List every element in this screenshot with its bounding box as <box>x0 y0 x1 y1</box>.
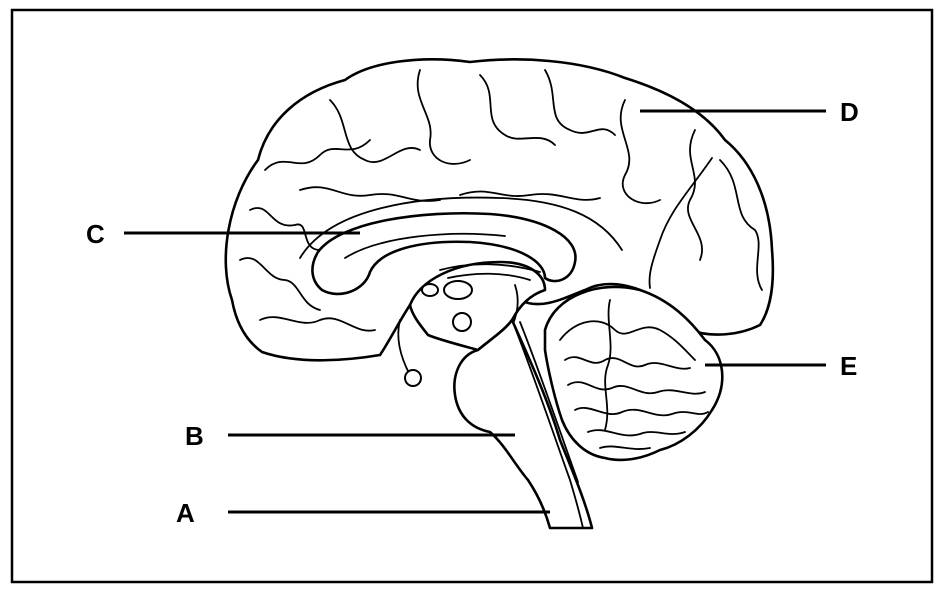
label-e: E <box>840 351 857 381</box>
label-d: D <box>840 97 859 127</box>
label-b: B <box>185 421 204 451</box>
label-a: A <box>176 498 195 528</box>
label-c: C <box>86 219 105 249</box>
